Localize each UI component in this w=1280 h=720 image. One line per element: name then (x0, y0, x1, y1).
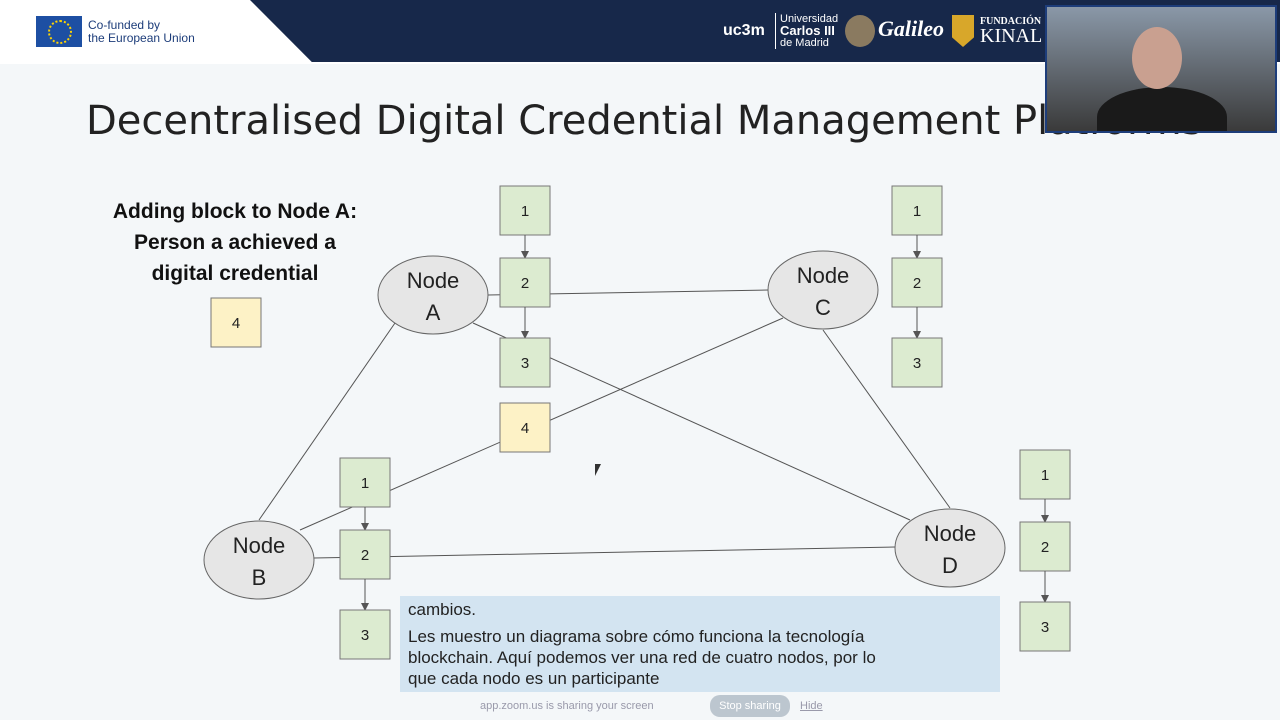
new-block-label: 4 (232, 315, 240, 332)
block-B-2 (339, 529, 391, 580)
block-D-2-label: 2 (1041, 539, 1049, 556)
block-C-2-label: 2 (913, 275, 921, 292)
node-D (894, 508, 1006, 588)
kinal-shield-icon (952, 15, 974, 47)
network-link (258, 322, 396, 521)
block-A-4 (499, 402, 551, 453)
caption-line: blockchain. Aquí podemos ver una red de … (408, 648, 876, 667)
kinal-1: FUNDACIÓN (980, 16, 1042, 27)
live-caption: cambios. Les muestro un diagrama sobre c… (400, 596, 1000, 692)
network-link (822, 329, 951, 509)
sharing-text: app.zoom.us is sharing your screen (480, 700, 654, 712)
network-link (313, 546, 896, 559)
block-D-2 (1019, 521, 1071, 572)
eu-flag-logo (36, 16, 82, 47)
block-B-1-label: 1 (361, 475, 369, 492)
webcam-video (1045, 5, 1277, 133)
block-C-3 (891, 337, 943, 388)
kinal-2: KINAL (980, 25, 1043, 47)
block-A-3-label: 3 (521, 355, 529, 372)
block-B-2-label: 2 (361, 547, 369, 564)
left-text-2: Person a achieved a (134, 231, 336, 254)
block-C-1 (891, 185, 943, 236)
mouse-cursor-icon (595, 464, 601, 476)
block-A-2-label: 2 (521, 275, 529, 292)
stop-sharing-button[interactable]: Stop sharing (710, 695, 790, 717)
node-label: Node (924, 521, 977, 546)
eu-text-1: Co-funded by (88, 18, 161, 32)
block-C-1-label: 1 (913, 203, 921, 220)
zoom-sharing-bar: app.zoom.us is sharing your screen Stop … (470, 694, 850, 718)
node-C (767, 250, 879, 330)
node-A (377, 255, 489, 335)
caption-line: Les muestro un diagrama sobre cómo funci… (408, 627, 865, 646)
left-text-3: digital credential (151, 262, 319, 285)
block-D-3 (1019, 601, 1071, 652)
block-B-1 (339, 457, 391, 508)
node-label: Node (797, 263, 850, 288)
hide-link[interactable]: Hide (800, 700, 823, 712)
node-label: A (426, 300, 441, 325)
block-D-1 (1019, 449, 1071, 500)
block-A-3 (499, 337, 551, 388)
block-B-3-label: 3 (361, 627, 369, 644)
block-A-4-label: 4 (521, 420, 529, 437)
block-A-1-label: 1 (521, 203, 529, 220)
block-B-3 (339, 609, 391, 660)
new-block (210, 297, 262, 348)
left-text-1: Adding block to Node A: (112, 200, 358, 223)
block-D-3-label: 3 (1041, 619, 1049, 636)
uni-1: Universidad (780, 13, 839, 25)
node-label: B (252, 565, 267, 590)
block-A-2 (499, 257, 551, 308)
galileo-logo: Galileo (878, 16, 944, 41)
eu-text-2: the European Union (88, 31, 195, 45)
galileo-portrait-icon (845, 15, 875, 47)
adding-block-text: Adding block to Node A: Person a achieve… (90, 196, 380, 289)
block-A-1 (499, 185, 551, 236)
uni-3: de Madrid (780, 37, 829, 49)
node-label: D (942, 553, 958, 578)
node-label: C (815, 295, 831, 320)
uc3m-logo: uc3m (723, 22, 765, 39)
node-label: Node (407, 268, 460, 293)
node-label: Node (233, 533, 286, 558)
block-C-3-label: 3 (913, 355, 921, 372)
block-C-2 (891, 257, 943, 308)
caption-line: cambios. (408, 600, 477, 619)
block-D-1-label: 1 (1041, 467, 1049, 484)
uni-2: Carlos III (780, 23, 835, 38)
caption-line: que cada nodo es un participante (408, 669, 660, 688)
node-B (203, 520, 315, 600)
slide-title: Decentralised Digital Credential Managem… (86, 98, 1203, 144)
